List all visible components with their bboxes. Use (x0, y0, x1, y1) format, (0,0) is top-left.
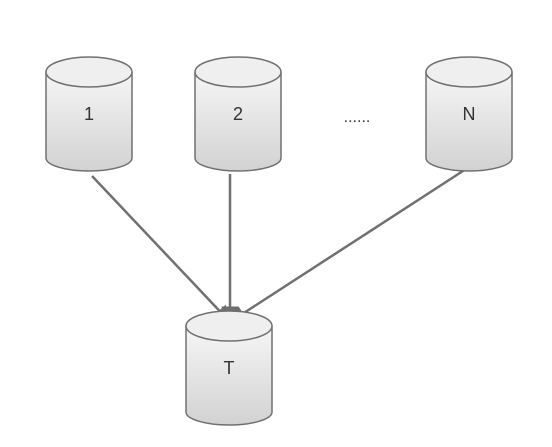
cylinder-node-2[interactable]: 2 (194, 56, 282, 172)
cylinder-node-1[interactable]: 1 (45, 56, 133, 172)
edges (91, 167, 467, 324)
node-2-label: 2 (233, 104, 243, 124)
cylinder-node-t[interactable]: T (185, 310, 273, 426)
node-1-label: 1 (84, 104, 94, 124)
edge-1-to-T (91, 175, 232, 324)
node-t-label: T (224, 358, 235, 378)
node-n-label: N (463, 104, 476, 124)
edge-N-to-T (228, 167, 467, 324)
ellipsis-text: ...... (344, 109, 371, 126)
cylinder-node-n[interactable]: N (425, 56, 513, 172)
